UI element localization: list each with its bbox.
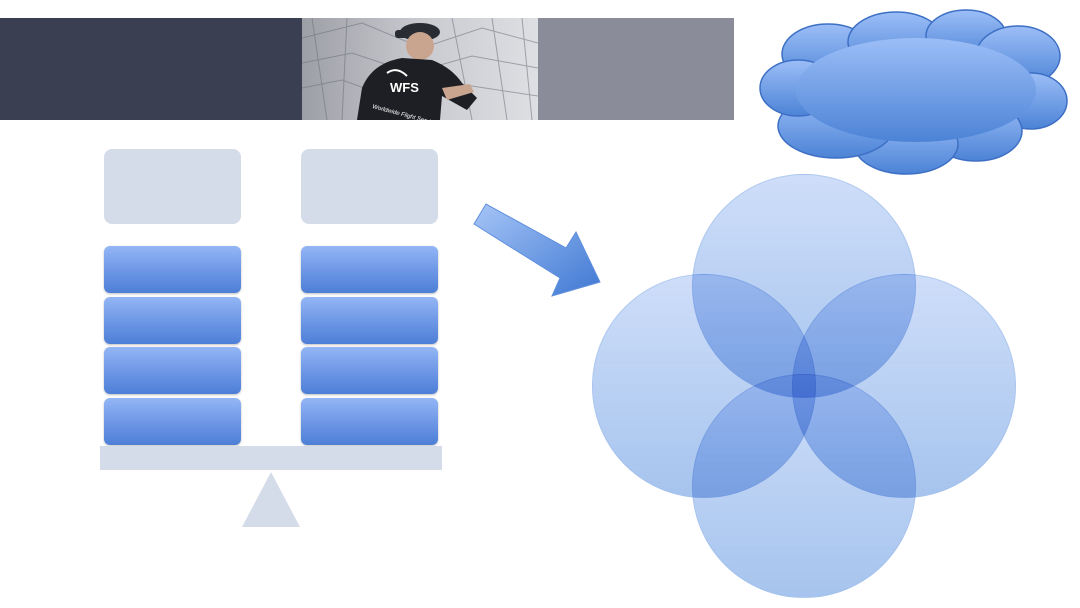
right-stack-box-1 bbox=[301, 246, 438, 293]
arrow-icon bbox=[473, 203, 601, 297]
right-stack-box-4 bbox=[301, 398, 438, 445]
balance-beam bbox=[100, 446, 442, 470]
venn-circle-bottom bbox=[692, 374, 916, 598]
left-stack-box-1 bbox=[104, 246, 241, 293]
left-column-header bbox=[104, 149, 241, 224]
header-banner: WFS Worldwide Flight Services bbox=[0, 18, 734, 120]
right-stack-box-3 bbox=[301, 347, 438, 394]
balance-fulcrum bbox=[242, 472, 300, 527]
left-stack-box-2 bbox=[104, 297, 241, 344]
banner-gray-panel bbox=[538, 18, 734, 120]
right-column-header bbox=[301, 149, 438, 224]
left-stack-box-4 bbox=[104, 398, 241, 445]
right-stack-box-2 bbox=[301, 297, 438, 344]
worker-photo-image: WFS Worldwide Flight Services bbox=[302, 18, 538, 120]
venn-diagram bbox=[590, 174, 1018, 602]
wfs-logo: WFS bbox=[390, 80, 419, 95]
cloud-shape bbox=[759, 9, 1068, 175]
banner-dark-panel bbox=[0, 18, 302, 120]
banner-photo: WFS Worldwide Flight Services bbox=[302, 18, 538, 120]
left-stack-box-3 bbox=[104, 347, 241, 394]
